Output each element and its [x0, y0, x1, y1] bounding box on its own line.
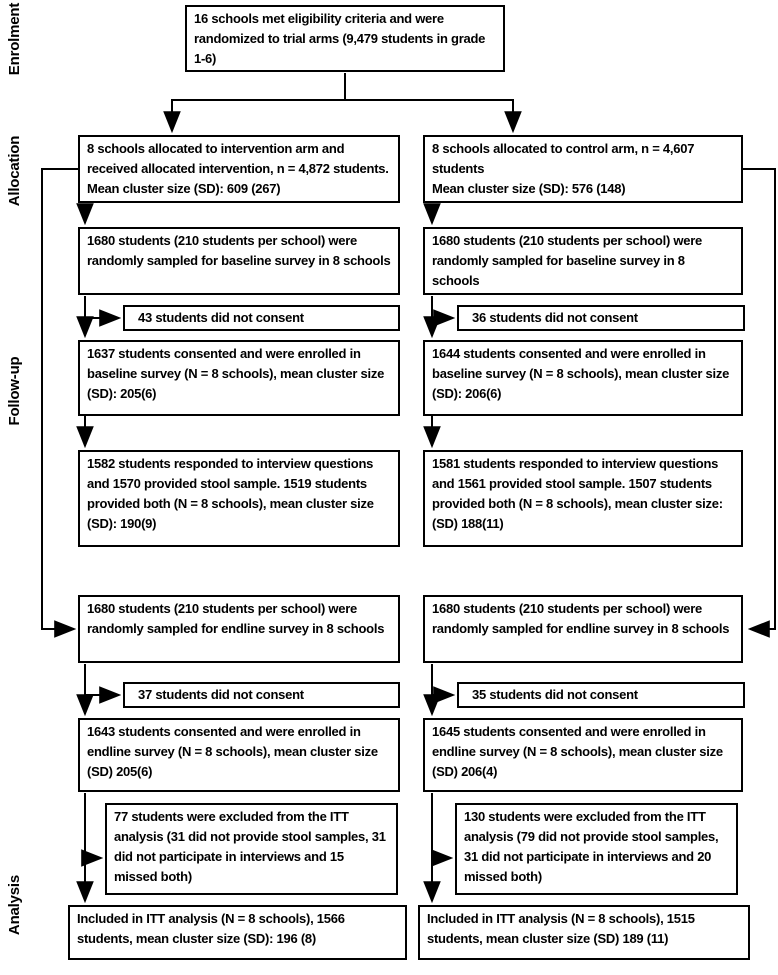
stage-label-analysis: Analysis [6, 874, 23, 936]
control-itt-included-box: Included in ITT analysis (N = 8 schools)… [418, 905, 750, 960]
control-baseline-enrolled-box: 1644 students consented and were enrolle… [423, 340, 743, 416]
intervention-baseline-enrolled-box: 1637 students consented and were enrolle… [78, 340, 400, 416]
intervention-baseline-outcome-box: 1582 students responded to interview que… [78, 450, 400, 547]
intervention-endline-sample-box: 1680 students (210 students per school) … [78, 595, 400, 663]
control-itt-excluded-box: 130 students were excluded from the ITT … [455, 803, 738, 895]
intervention-itt-excluded-box: 77 students were excluded from the ITT a… [105, 803, 398, 895]
intervention-endline-nonconsent-box: 37 students did not consent [123, 682, 400, 708]
control-baseline-sample-box: 1680 students (210 students per school) … [423, 227, 743, 295]
intervention-allocation-box: 8 schools allocated to intervention arm … [78, 135, 400, 203]
intervention-baseline-sample-box: 1680 students (210 students per school) … [78, 227, 400, 295]
eligibility-box: 16 schools met eligibility criteria and … [185, 5, 505, 72]
control-endline-nonconsent-box: 35 students did not consent [457, 682, 745, 708]
intervention-endline-enrolled-box: 1643 students consented and were enrolle… [78, 718, 400, 792]
control-baseline-nonconsent-box: 36 students did not consent [457, 305, 745, 331]
stage-label-follow-up: Follow-up [6, 356, 23, 426]
control-endline-enrolled-box: 1645 students consented and were enrolle… [423, 718, 743, 792]
intervention-itt-included-box: Included in ITT analysis (N = 8 schools)… [68, 905, 407, 960]
stage-label-enrolment: Enrolment [6, 2, 23, 76]
stage-label-allocation: Allocation [6, 135, 23, 207]
control-endline-sample-box: 1680 students (210 students per school) … [423, 595, 743, 663]
control-baseline-outcome-box: 1581 students responded to interview que… [423, 450, 743, 547]
control-allocation-box: 8 schools allocated to control arm, n = … [423, 135, 743, 203]
intervention-baseline-nonconsent-box: 43 students did not consent [123, 305, 400, 331]
